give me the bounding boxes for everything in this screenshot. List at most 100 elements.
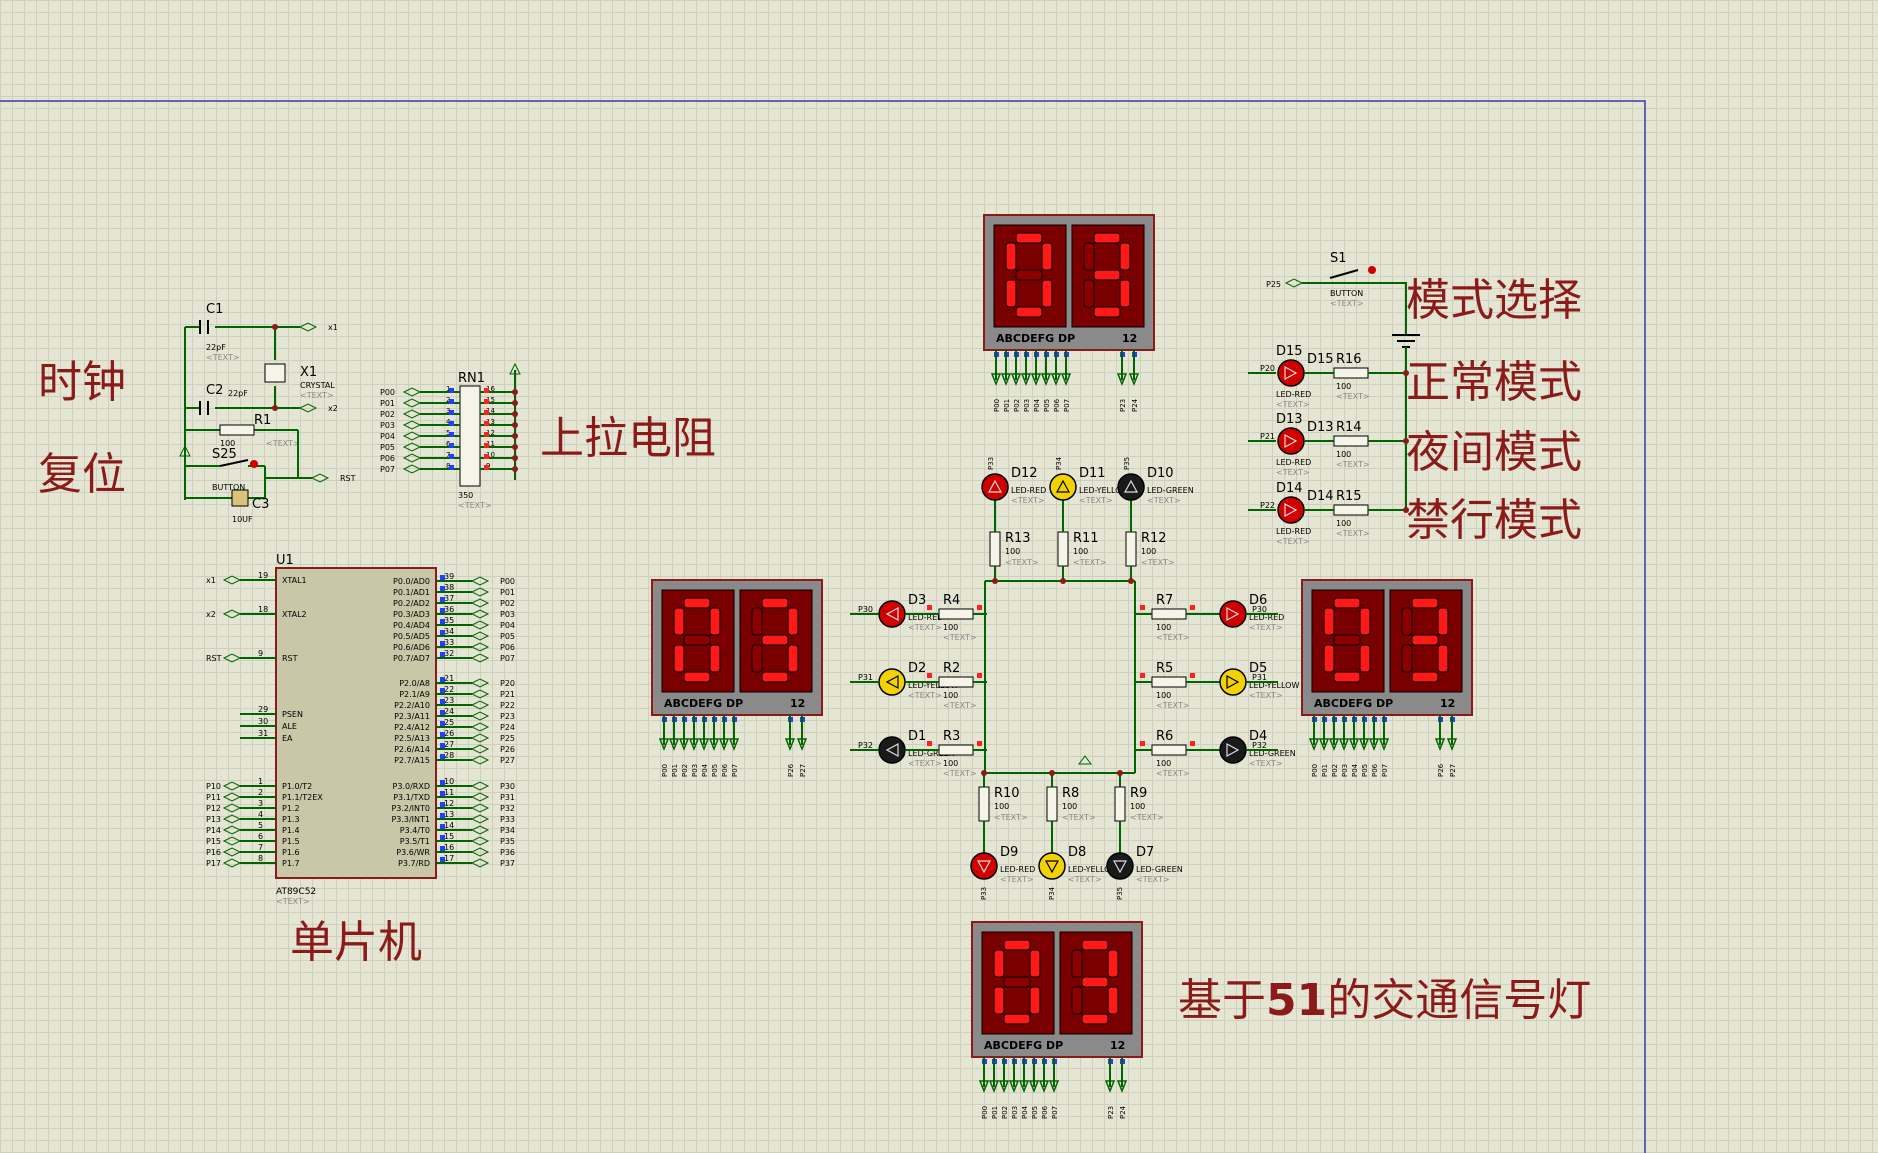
r1-ref: R1 (254, 413, 271, 428)
rn1-pin-num: 2 (446, 396, 450, 404)
mcu-net-label: P02 (500, 599, 515, 608)
net-terminal (470, 803, 490, 813)
net-terminal (1378, 738, 1390, 752)
segment-g (1081, 976, 1109, 988)
mcu-pin-num: 9 (258, 649, 263, 658)
junction-dot (1403, 370, 1409, 376)
segment-a (1411, 597, 1439, 609)
net-terminal (1050, 373, 1062, 387)
net-terminal (470, 620, 490, 630)
display-net-label: P24 (1119, 1105, 1127, 1119)
title-suffix: 的交通信号灯 (1327, 975, 1592, 1026)
segment-e (993, 986, 1005, 1015)
display-pin-label: ABCDEFG DP (996, 332, 1075, 345)
junction-dot (272, 324, 278, 330)
text-tag: <TEXT> (458, 501, 492, 510)
mcu-net-label: P05 (500, 632, 515, 641)
mcu-net-label: P20 (500, 679, 515, 688)
resistor-value: 100 (1130, 802, 1145, 811)
pin-marker (440, 575, 445, 580)
net-terminal (470, 642, 490, 652)
net-terminal (470, 598, 490, 608)
led-red (1277, 359, 1305, 387)
text-tag: <TEXT> (206, 353, 240, 362)
segment-c (709, 644, 721, 673)
ground-arrow (1078, 755, 1092, 765)
segment-e (1323, 644, 1335, 673)
net-label: x1 (328, 323, 338, 332)
pin-marker (440, 586, 445, 591)
text-tag: <TEXT> (1062, 813, 1096, 822)
net-label: P32 (858, 741, 873, 750)
mcu-pin-num: 27 (444, 740, 454, 749)
net-terminal (1446, 738, 1458, 752)
segment-a (1333, 597, 1361, 609)
led-ref: D5 (1249, 661, 1267, 676)
pin-marker (484, 399, 489, 404)
mcu-net-label: x2 (206, 610, 216, 619)
led-triangle (1226, 606, 1240, 622)
led-ref: D3 (908, 593, 926, 608)
led-yellow (1038, 852, 1066, 880)
net-terminal (402, 409, 422, 419)
c1-value: 22pF (206, 343, 226, 352)
junction-dot (512, 444, 518, 450)
net-terminal (470, 825, 490, 835)
net-label: P33 (987, 457, 995, 470)
segment-c (1041, 279, 1053, 308)
junction-dot (512, 422, 518, 428)
text-tag: <TEXT> (1068, 875, 1102, 884)
junction-dot (512, 433, 518, 439)
pin-marker (927, 673, 932, 678)
net-terminal (470, 576, 490, 586)
net-terminal (470, 689, 490, 699)
junction-dot (1403, 438, 1409, 444)
display-net-label: P02 (1331, 764, 1339, 777)
mcu-pin-num: 13 (444, 810, 454, 819)
text-tag: <TEXT> (1073, 558, 1107, 567)
label-reset: 复位 (38, 449, 126, 500)
mcu-net-label: P37 (500, 859, 515, 868)
led-triangle (1123, 479, 1139, 493)
text-tag: <TEXT> (908, 759, 942, 768)
text-tag: <TEXT> (1249, 691, 1283, 700)
segment-c (1107, 986, 1119, 1015)
led-value: LED-YELLOW (1068, 865, 1118, 874)
mcu-pin-num: 6 (258, 832, 263, 841)
mcu-pin-num: 34 (444, 627, 454, 636)
led-red (1277, 427, 1305, 455)
display-net-label: P00 (661, 764, 669, 777)
mcu-net-label: P15 (206, 837, 221, 846)
net-terminal (1284, 278, 1304, 288)
pin-marker (440, 846, 445, 851)
mcu-pin-num: 16 (444, 843, 454, 852)
net-terminal (222, 575, 242, 585)
net-terminal (470, 792, 490, 802)
net-terminal (222, 653, 242, 663)
resistor-value: 100 (1156, 759, 1171, 768)
led-green (878, 736, 906, 764)
segment-e (1005, 279, 1017, 308)
segment-b (1359, 607, 1371, 636)
power-arrow (179, 444, 191, 457)
led-ref: D9 (1000, 845, 1018, 860)
pin-marker (440, 743, 445, 748)
display-net-label: P07 (731, 764, 739, 777)
label-pullup: 上拉电阻 (540, 413, 716, 464)
pin-marker (449, 421, 454, 426)
mcu-net-label: P34 (500, 826, 515, 835)
net-label: x2 (328, 404, 338, 413)
net-terminal (990, 373, 1002, 387)
c2-value: 22pF (228, 389, 248, 398)
mcu-pin-num: 19 (258, 571, 268, 580)
label-clock: 时钟 (38, 357, 126, 408)
resistor-value: 100 (1141, 547, 1156, 556)
mcu-pin-name: P1.2 (282, 804, 300, 813)
mcu-net-label: P21 (500, 690, 515, 699)
pin-marker (1140, 605, 1145, 610)
resistor-body (978, 786, 990, 822)
pin-marker (440, 791, 445, 796)
net-terminal (298, 322, 318, 332)
mcu-pin-name: P1.0/T2 (282, 782, 312, 791)
segment-g (1015, 269, 1043, 281)
